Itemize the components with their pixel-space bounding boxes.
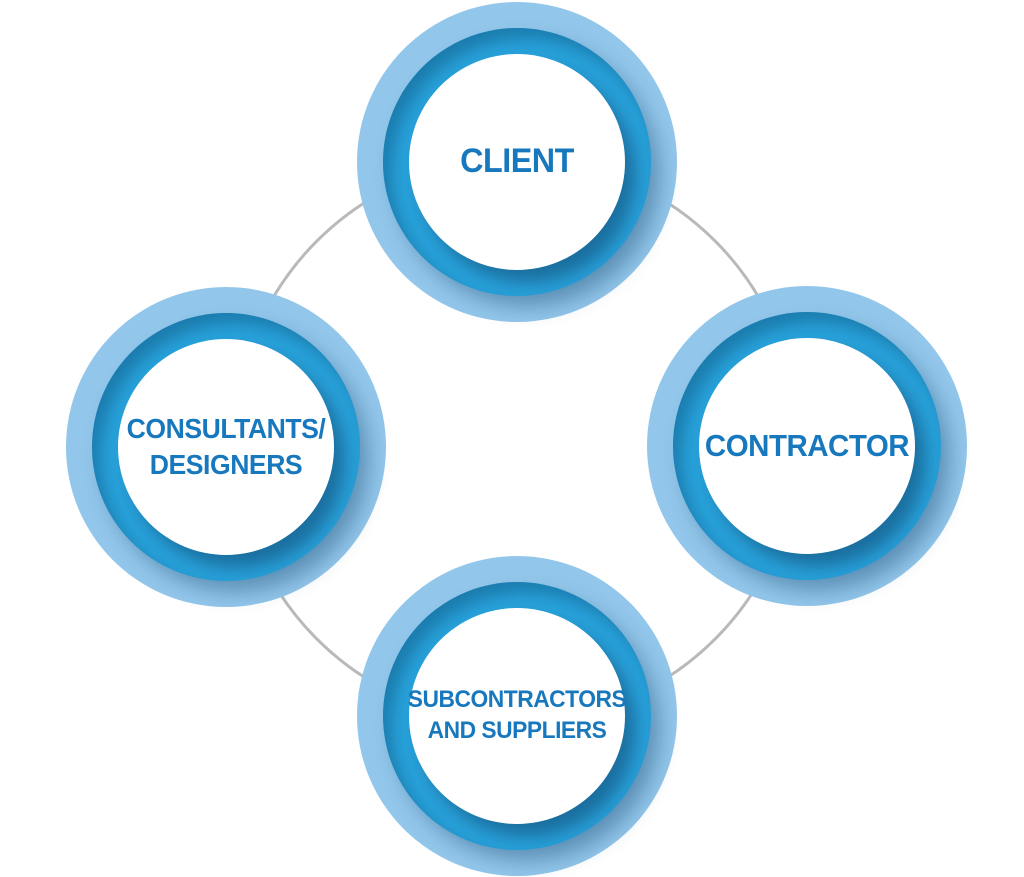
node-subcontractors-label: SUBCONTRACTORS AND SUPPLIERS [408,608,627,824]
node-consultants-label-line-1: CONSULTANTS/ [126,413,326,445]
node-contractor-label: CONTRACTOR [704,338,910,554]
node-contractor-face [699,338,915,554]
node-client-label-line-1: CLIENT [460,142,574,181]
node-consultants-face [118,339,334,555]
node-client-label: CLIENT [414,54,619,270]
node-client-face [409,54,625,270]
node-consultants-label: CONSULTANTS/ DESIGNERS [123,339,328,555]
node-consultants-designers: CONSULTANTS/ DESIGNERS [66,287,386,607]
node-subcontractors-face [409,608,625,824]
node-contractor-label-line-1: CONTRACTOR [704,428,910,464]
node-consultants-label-line-2: DESIGNERS [149,449,303,480]
node-subcontractors-label-line-2: AND SUPPLIERS [427,717,607,744]
node-contractor: CONTRACTOR [647,286,967,606]
node-client: CLIENT [357,2,677,322]
node-subcontractors-label-line-1: SUBCONTRACTORS [407,686,627,714]
node-subcontractors-suppliers: SUBCONTRACTORS AND SUPPLIERS [357,556,677,876]
